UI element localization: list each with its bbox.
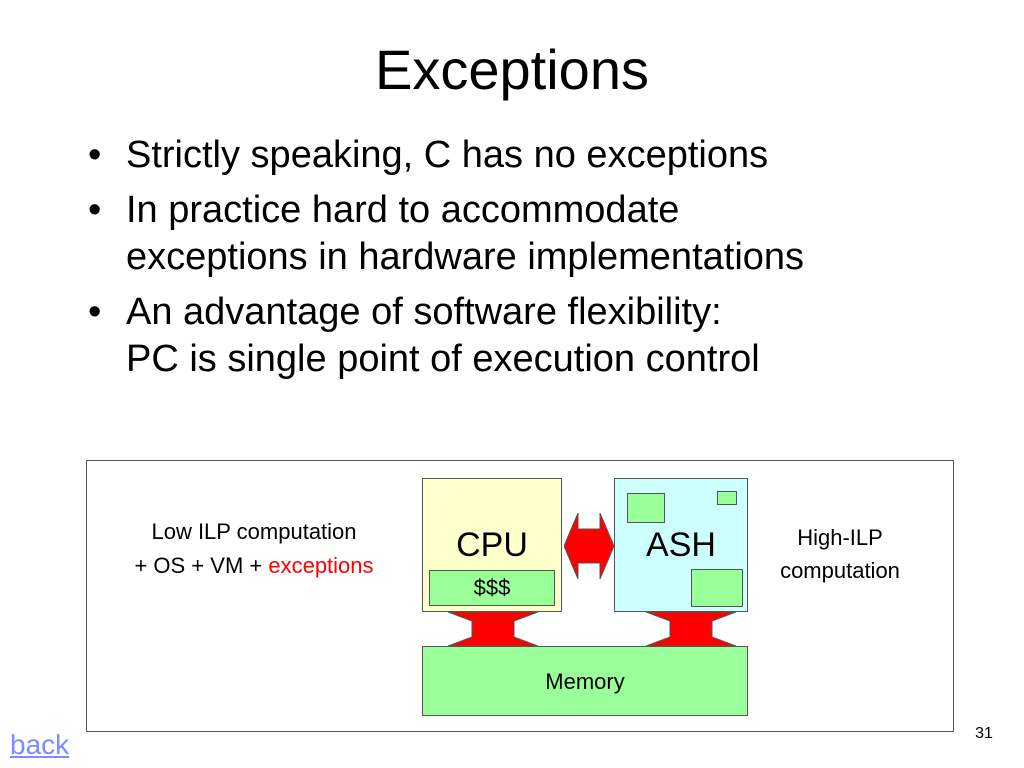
cpu-memory-double-arrow [448,612,538,646]
bullet-text-continuation: PC is single point of execution control [126,338,760,380]
cpu-label: CPU [456,526,528,564]
ash-tile [691,569,743,607]
high-ilp-caption-line1: High-ILP [797,525,883,550]
low-ilp-caption: Low ILP computation + OS + VM + exceptio… [96,515,412,583]
exceptions-highlight: exceptions [268,553,374,578]
bullet-item: • In practice hard to accommodate except… [88,187,988,281]
cpu-ash-double-arrow [564,513,614,579]
bullet-item: • An advantage of software flexibility: … [88,289,988,383]
low-ilp-caption-line1: Low ILP computation [151,519,357,544]
cache-block: $$$ [429,570,555,606]
bullet-marker: • [88,134,102,176]
page-number: 31 [975,725,993,742]
ash-label: ASH [646,526,716,564]
back-link[interactable]: back [10,729,70,760]
cpu-block: CPU $$$ [422,478,562,612]
memory-block: Memory [422,646,748,716]
bullet-item: • Strictly speaking, C has no exceptions [88,132,988,179]
ash-tile [627,493,665,523]
bullet-text: Strictly speaking, C has no exceptions [126,134,769,176]
high-ilp-caption-line2: computation [780,558,900,583]
bullet-text: An advantage of software flexibility: [126,291,722,333]
high-ilp-caption: High-ILP computation [760,521,920,587]
bullet-text: In practice hard to accommodate [126,189,680,231]
ash-tile [717,491,737,505]
low-ilp-caption-line2: + OS + VM + [134,553,269,578]
bullet-marker: • [88,189,102,231]
bullet-text-continuation: exceptions in hardware implementations [126,236,805,278]
ash-block: ASH [614,478,748,612]
bullet-list: • Strictly speaking, C has no exceptions… [88,132,988,391]
bullet-marker: • [88,291,102,333]
slide-title: Exceptions [375,38,649,101]
ash-memory-double-arrow [646,612,736,646]
architecture-diagram-frame [86,460,954,732]
